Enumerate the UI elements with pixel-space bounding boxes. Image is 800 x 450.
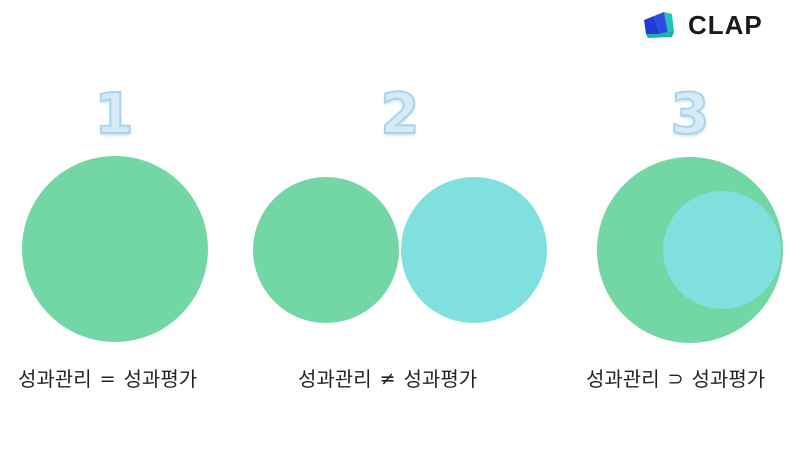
circle-performance-management-separate (253, 177, 399, 323)
caption-superset: 성과관리 ⊃ 성과평가 (586, 364, 765, 394)
circle-performance-evaluation-separate (401, 177, 547, 323)
caption-equal: 성과관리 = 성과평가 (18, 364, 197, 394)
step-number-3: 3 (670, 81, 711, 148)
caption-1-left: 성과관리 (18, 367, 92, 391)
caption-3-left: 성과관리 (586, 367, 660, 391)
caption-2-left: 성과관리 (298, 367, 372, 391)
caption-1-operator: = (99, 368, 116, 390)
caption-3-right: 성과평가 (691, 367, 766, 391)
step-number-2: 2 (380, 81, 421, 148)
brand-logo: CLAP (642, 10, 763, 40)
circle-performance-management-equal (22, 156, 208, 342)
caption-3-operator: ⊃ (667, 368, 684, 390)
caption-2-right: 성과평가 (403, 367, 478, 391)
brand-name: CLAP (688, 10, 763, 40)
clap-logo-icon (644, 12, 674, 38)
circle-performance-evaluation-subset (663, 191, 781, 309)
step-number-1: 1 (94, 81, 135, 148)
caption-not-equal: 성과관리 ≠ 성과평가 (298, 364, 477, 394)
caption-2-operator: ≠ (379, 368, 396, 390)
caption-1-right: 성과평가 (123, 367, 198, 391)
